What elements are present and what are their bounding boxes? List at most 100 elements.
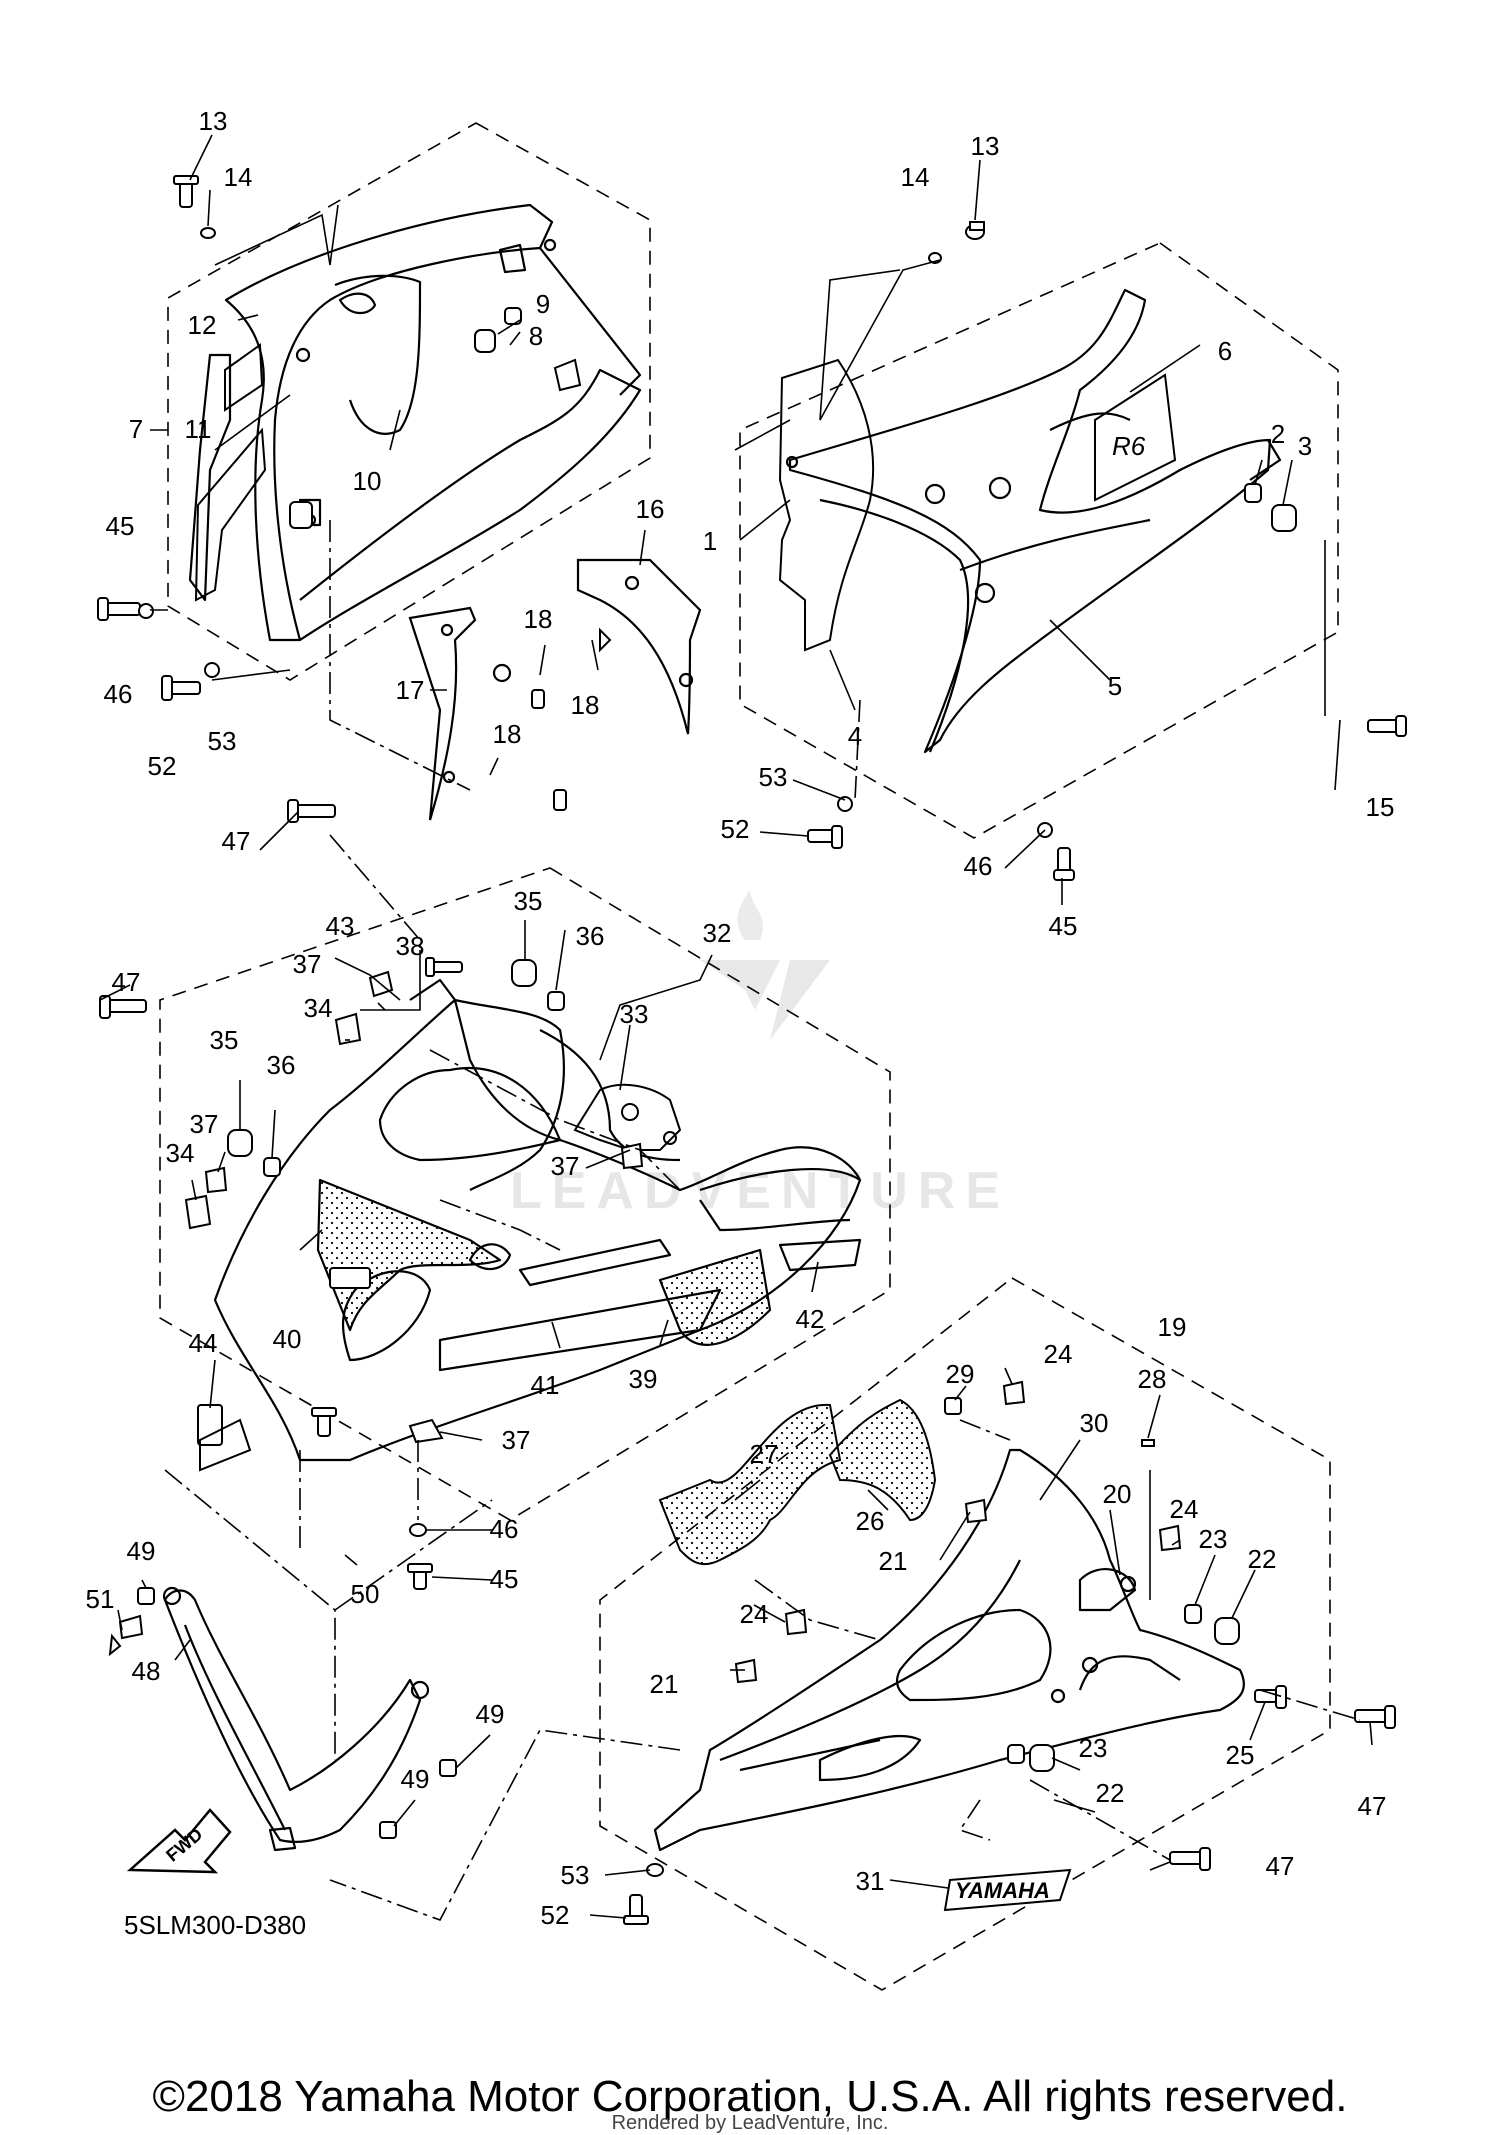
callout-label: 53 [561,1860,590,1890]
part-16-bracket [576,558,702,735]
callout-label: 25 [1226,1740,1255,1770]
copyright-text: ©2018 Yamaha Motor Corporation, U.S.A. A… [152,2072,1348,2121]
outline-right-side-panel [739,242,1339,839]
callout-label: 4 [848,721,862,751]
callout-label: 9 [536,289,550,319]
callout-label: 33 [620,999,649,1029]
callout-label: 50 [351,1579,380,1609]
fasteners-left [97,175,612,811]
callout-label: 23 [1199,1524,1228,1554]
callout-label: 52 [721,814,750,844]
callout-label: 45 [490,1564,519,1594]
callout-label: 34 [166,1138,195,1168]
callout-label: 18 [493,719,522,749]
callout-label: 46 [490,1514,519,1544]
callout-label: 42 [796,1304,825,1334]
part-11-lining [194,427,267,602]
callout-label: 47 [222,826,251,856]
callout-label: 37 [551,1151,580,1181]
callout-label: 21 [879,1546,908,1576]
callout-label: 24 [1044,1339,1073,1369]
callout-label: 16 [636,494,665,524]
outline-lower-cowl [599,1277,1331,1991]
callout-label: 41 [531,1370,560,1400]
callout-label: 8 [529,321,543,351]
lower-cowl-fasteners [623,1380,1396,1925]
callout-label: 45 [1049,911,1078,941]
callout-label: 30 [1080,1408,1109,1438]
part-17-bracket [408,606,512,821]
callout-label: 45 [106,511,135,541]
part-44-panel [199,1418,252,1472]
callout-label: 31 [856,1866,885,1896]
upper-cowl [213,978,862,1462]
callout-label: 6 [1218,336,1232,366]
callout-label: 18 [524,604,553,634]
callout-label: 49 [127,1536,156,1566]
part-31-yamaha-decal: YAMAHA [943,1868,1072,1912]
outline-left-side-panel [167,122,651,681]
callout-label: 51 [86,1584,115,1614]
callout-label: 37 [190,1109,219,1139]
callout-label: 23 [1079,1733,1108,1763]
part-12-decal [224,343,264,412]
callout-label: 14 [224,162,253,192]
callout-label: 27 [750,1439,779,1469]
leader-lines [99,134,1373,1921]
callout-label: 37 [293,949,322,979]
part-48-bracket [162,1586,430,1852]
callout-label: 3 [1298,431,1312,461]
callout-label: 11 [185,414,212,444]
callout-label: 24 [1170,1494,1199,1524]
part-27-heat-shield [658,1403,842,1566]
callout-label: 52 [541,1900,570,1930]
callout-label: 52 [148,751,177,781]
callout-label: 19 [1158,1312,1187,1342]
callout-label: 21 [650,1669,679,1699]
callout-label: 49 [401,1764,430,1794]
callout-label: 29 [946,1359,975,1389]
callout-label: 7 [129,414,143,444]
callout-label: 38 [396,931,425,961]
callout-label: 24 [740,1599,769,1629]
callout-label: 37 [502,1425,531,1455]
callout-label: 43 [326,911,355,941]
callout-label: 35 [210,1025,239,1055]
callout-label: 18 [571,690,600,720]
rendered-by-text: Rendered by LeadVenture, Inc. [611,2112,889,2134]
callout-label: 36 [576,921,605,951]
callout-label: 13 [971,131,1000,161]
callout-label: 5 [1108,671,1122,701]
callout-label: 47 [1358,1791,1387,1821]
callout-label: 17 [396,675,425,705]
callout-label: 44 [189,1328,218,1358]
watermark-logo: LEADVENTURE [510,890,1010,1220]
right-side-panel [785,288,1282,754]
callout-label: 53 [759,762,788,792]
part-4-lining [778,358,875,652]
callout-label: 47 [1266,1851,1295,1881]
callout-label: 12 [188,310,217,340]
part-6-decal: R6 [1094,373,1177,502]
callout-label: 53 [208,726,237,756]
callout-label: 15 [1366,792,1395,822]
fwd-arrow-icon: FWD [126,1808,232,1874]
group-outlines [159,122,1339,1991]
callout-label: 26 [856,1506,885,1536]
outline-upper-cowl [159,867,891,1521]
callout-label: 46 [104,679,133,709]
callout-label: 13 [199,106,228,136]
callout-label: 2 [1271,419,1285,449]
callout-label: 32 [703,918,732,948]
callout-label: 36 [267,1050,296,1080]
callout-label: 28 [1138,1364,1167,1394]
part-33-bracket [573,1083,682,1151]
callout-label: 34 [304,993,333,1023]
watermark-text: LEADVENTURE [510,1162,1010,1220]
callout-label: 14 [901,162,930,192]
callout-label: 1 [703,526,717,556]
diagram-code: 5SLM300-D380 [124,1910,306,1940]
callout-label: 49 [476,1699,505,1729]
callout-label: 48 [132,1656,161,1686]
